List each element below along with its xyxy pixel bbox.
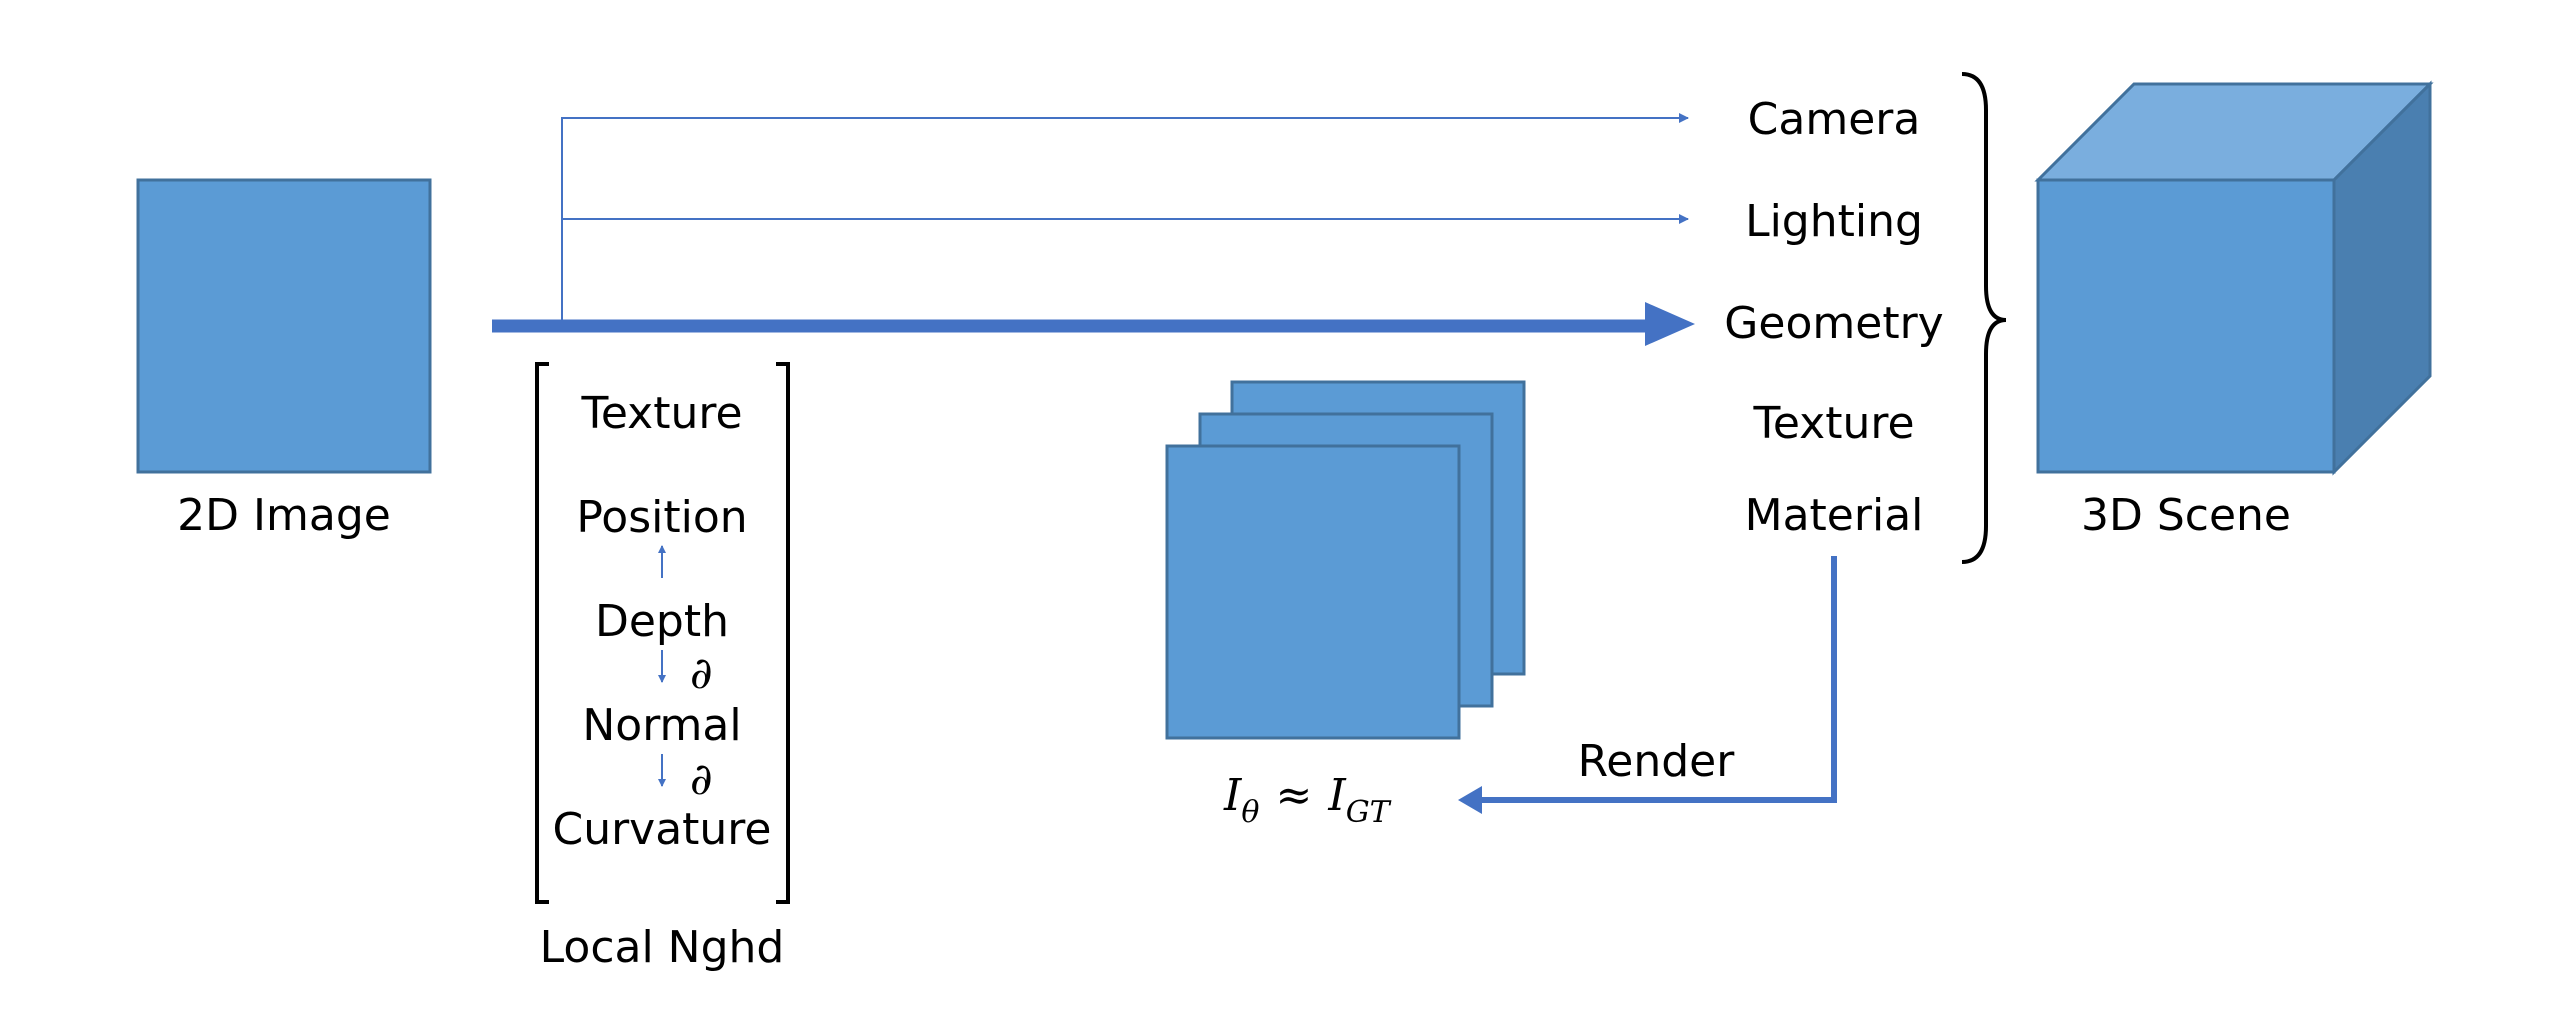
input-label: 2D Image — [177, 490, 391, 541]
main-flow-arrowhead — [1645, 302, 1695, 346]
equation-right-sub: GT — [1346, 795, 1392, 830]
local-item-position: Position — [576, 492, 747, 543]
equation-left: I — [1223, 770, 1243, 821]
render-equation: Iθ≈IGT — [1223, 770, 1392, 830]
local-nghd-caption: Local Nghd — [540, 922, 785, 973]
equation-right: I — [1327, 770, 1347, 821]
rendered-image-front — [1165, 444, 1461, 740]
derivative-symbol-1: ∂ — [690, 648, 713, 699]
local-nghd-bracket — [535, 362, 790, 904]
scene-param-lighting: Lighting — [1745, 196, 1923, 247]
scene-param-texture: Texture — [1752, 398, 1914, 449]
scene-cube — [2034, 80, 2434, 476]
local-item-texture: Texture — [580, 388, 742, 439]
scene-param-camera: Camera — [1748, 94, 1921, 145]
cube-front-face — [2036, 178, 2336, 474]
scene-param-geometry: Geometry — [1724, 298, 1943, 349]
local-item-normal: Normal — [582, 700, 741, 751]
local-item-depth: Depth — [595, 596, 729, 647]
scene-params-brace — [1961, 72, 2007, 564]
equation-op: ≈ — [1275, 770, 1312, 821]
input-image-box — [136, 178, 432, 474]
local-item-curvature: Curvature — [552, 804, 771, 855]
camera-branch-arrow — [561, 113, 1689, 320]
equation-left-sub: θ — [1241, 795, 1259, 830]
render-label: Render — [1578, 736, 1736, 787]
scene-param-material: Material — [1745, 490, 1924, 541]
output-label: 3D Scene — [2081, 490, 2291, 541]
render-arrow — [1480, 556, 1837, 803]
derivative-symbol-2: ∂ — [690, 754, 713, 805]
render-arrowhead — [1458, 786, 1482, 814]
